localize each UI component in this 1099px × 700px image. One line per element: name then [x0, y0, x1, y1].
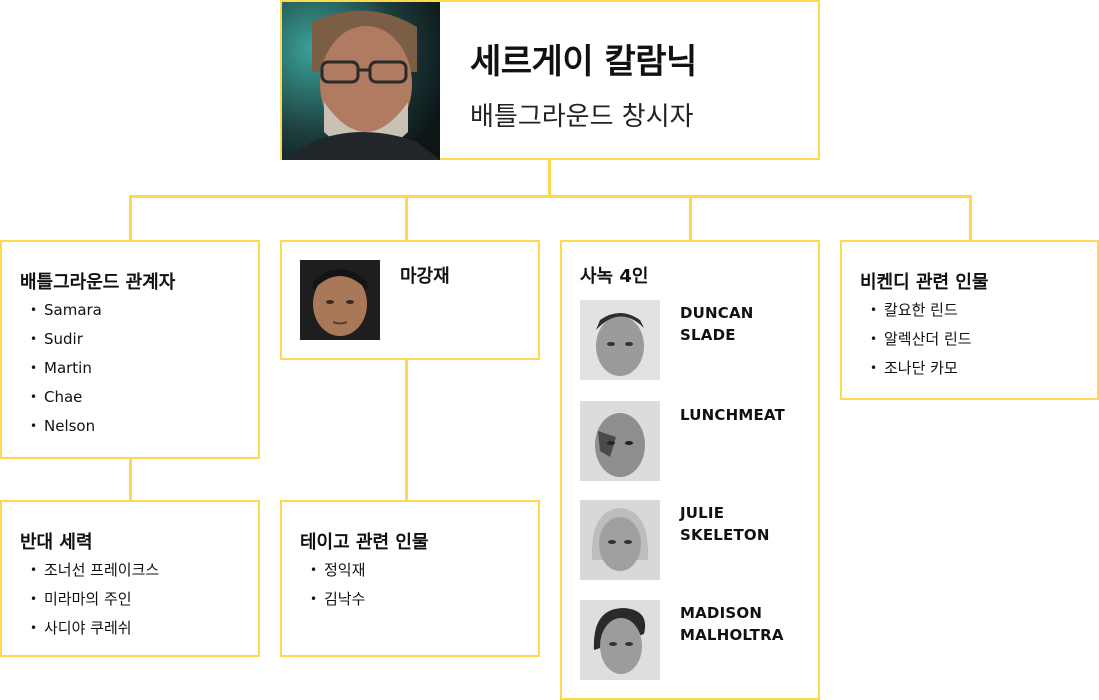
connector-root-down [548, 158, 551, 198]
vikendi-list: •칼요한 린드 •알렉산더 린드 •조나단 카모 [860, 300, 972, 387]
root-portrait [282, 2, 440, 160]
madison-malholtra-name: MADISON MALHOLTRA [680, 604, 784, 644]
opposition-title: 반대 세력 [20, 532, 93, 553]
duncan-slade-portrait [580, 300, 660, 380]
connector-drop-2 [405, 195, 408, 241]
list-item: •미라마의 주인 [30, 590, 132, 608]
julie-skeleton-name: JULIE SKELETON [680, 504, 770, 544]
list-item: •칼요한 린드 [870, 301, 958, 319]
opposition-list: •조너선 프레이크스 •미라마의 주인 •사디야 쿠레쉬 [20, 560, 159, 647]
list-item: •사디야 쿠레쉬 [30, 619, 132, 637]
list-item: •정익재 [310, 561, 366, 579]
connector-pubg-opposition [129, 457, 132, 501]
magangjae-title: 마강재 [400, 266, 450, 287]
connector-magangjae-taego [405, 358, 408, 501]
list-item: •Martin [30, 359, 92, 377]
four-node: 사녹 4인 DUNCAN SLADE LUNCHMEAT JULIE SKELE… [560, 240, 820, 700]
connector-horizontal-bus [129, 195, 972, 198]
connector-drop-3 [689, 195, 692, 241]
list-item: •Sudir [30, 330, 83, 348]
magangjae-portrait [300, 260, 380, 340]
magangjae-node: 마강재 [280, 240, 540, 360]
list-item: •Nelson [30, 417, 96, 435]
pubg-people-node: 배틀그라운드 관계자 •Samara •Sudir •Martin •Chae … [0, 240, 260, 459]
four-title: 사녹 4인 [580, 266, 649, 287]
list-item: •Samara [30, 301, 102, 319]
list-item: •알렉산더 린드 [870, 330, 972, 348]
list-item: •조나단 카모 [870, 359, 958, 377]
pubg-people-list: •Samara •Sudir •Martin •Chae •Nelson [20, 300, 102, 445]
vikendi-title: 비켄디 관련 인물 [860, 272, 989, 293]
opposition-node: 반대 세력 •조너선 프레이크스 •미라마의 주인 •사디야 쿠레쉬 [0, 500, 260, 657]
connector-drop-1 [129, 195, 132, 241]
root-node: 세르게이 칼람닉 배틀그라운드 창시자 [280, 0, 820, 160]
taego-title: 테이고 관련 인물 [300, 532, 429, 553]
list-item: •Chae [30, 388, 83, 406]
duncan-slade-name: DUNCAN SLADE [680, 304, 754, 344]
vikendi-node: 비켄디 관련 인물 •칼요한 린드 •알렉산더 린드 •조나단 카모 [840, 240, 1099, 400]
lunchmeat-portrait [580, 401, 660, 481]
taego-node: 테이고 관련 인물 •정익재 •김낙수 [280, 500, 540, 657]
pubg-people-title: 배틀그라운드 관계자 [20, 272, 176, 293]
madison-malholtra-portrait [580, 600, 660, 680]
connector-drop-4 [969, 195, 972, 241]
lunchmeat-name: LUNCHMEAT [680, 406, 785, 424]
root-role: 배틀그라운드 창시자 [470, 102, 694, 132]
julie-skeleton-portrait [580, 500, 660, 580]
taego-list: •정익재 •김낙수 [300, 560, 365, 618]
root-name: 세르게이 칼람닉 [470, 42, 697, 82]
list-item: •조너선 프레이크스 [30, 561, 160, 579]
list-item: •김낙수 [310, 590, 366, 608]
